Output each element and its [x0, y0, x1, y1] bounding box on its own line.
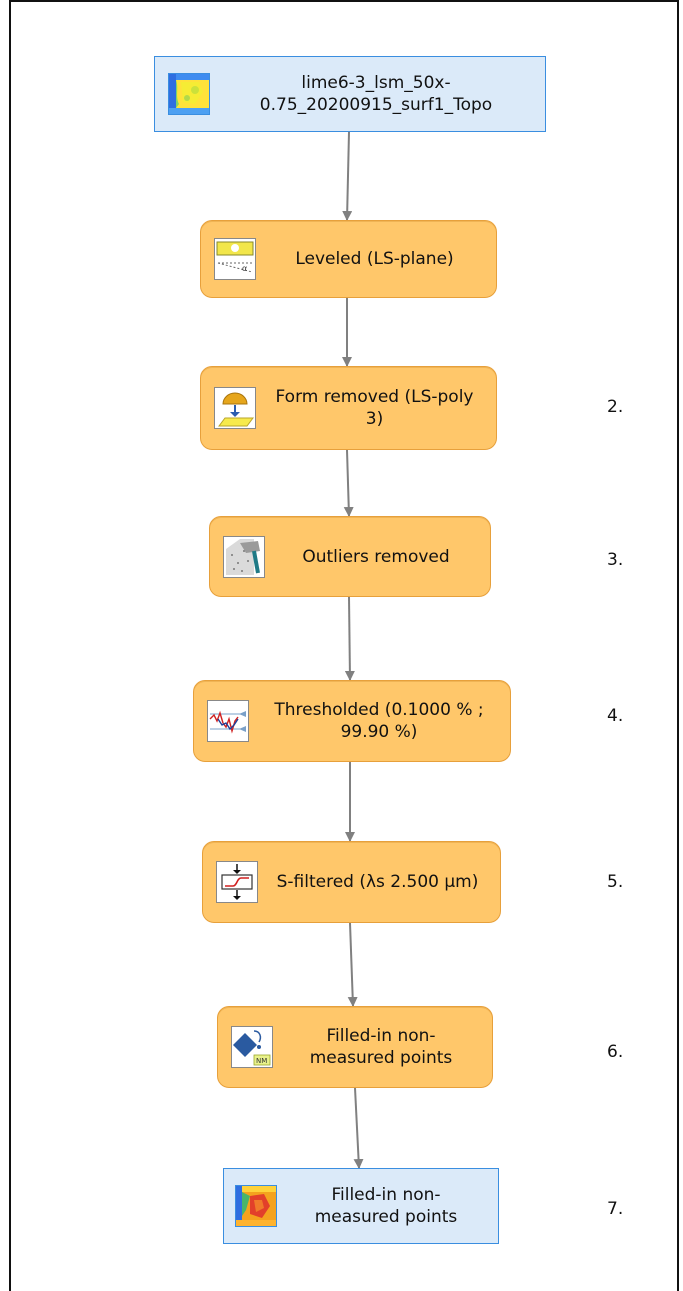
- result-surface-label: Filled-in non-measured points: [314, 1185, 458, 1227]
- svg-text:α: α: [242, 264, 247, 273]
- leveling-icon: α: [214, 238, 256, 280]
- connector-arrow: [342, 131, 353, 221]
- outliers-removed-label: Outliers removed: [302, 546, 450, 567]
- form-removed-node[interactable]: Form removed (LS-poly 3): [200, 366, 497, 450]
- step-number: 7.: [607, 1199, 624, 1219]
- outlier-removal-icon: [223, 535, 265, 578]
- s-filtered-node[interactable]: S-filtered (λs 2.500 µm): [202, 841, 501, 923]
- step-number: 4.: [607, 706, 624, 726]
- form-removal-icon: [214, 387, 256, 429]
- result-surface-node[interactable]: Filled-in non-measured points: [223, 1168, 499, 1244]
- s-filtered-label: S-filtered (λs 2.500 µm): [276, 872, 479, 892]
- connector-arrow: [353, 1087, 364, 1169]
- source-surface-node[interactable]: lime6-3_lsm_50x-0.75_20200915_surf1_Topo: [154, 56, 546, 132]
- filled-in-op-label: Filled-in non-measured points: [309, 1026, 453, 1068]
- fill-nm-points-icon: NM: [231, 1026, 273, 1068]
- connector-arrow: [344, 596, 355, 681]
- step-number: 6.: [607, 1042, 624, 1062]
- step-number: 2.: [607, 397, 624, 417]
- outliers-removed-node[interactable]: Outliers removed: [209, 516, 491, 597]
- thresholded-label: Thresholded (0.1000 % ; 99.90 %): [274, 700, 484, 742]
- source-surface-label: lime6-3_lsm_50x-0.75_20200915_surf1_Topo: [259, 73, 493, 115]
- topo-map-icon: [168, 73, 210, 115]
- step-number: 5.: [607, 872, 624, 892]
- s-filter-icon: [216, 861, 258, 903]
- step-number: 3.: [607, 550, 624, 570]
- form-removed-label: Form removed (LS-poly 3): [275, 387, 474, 429]
- leveled-node[interactable]: α Leveled (LS-plane): [200, 220, 497, 298]
- filled-in-op-node[interactable]: NM Filled-in non-measured points: [217, 1006, 493, 1088]
- topo-map-filled-icon: [235, 1185, 277, 1227]
- leveled-label: Leveled (LS-plane): [295, 249, 454, 269]
- connector-arrow: [343, 449, 354, 517]
- threshold-icon: [207, 700, 249, 742]
- thresholded-node[interactable]: Thresholded (0.1000 % ; 99.90 %): [193, 680, 511, 762]
- svg-text:NM: NM: [256, 1057, 267, 1065]
- diagram-frame: [9, 0, 679, 1291]
- connector-arrow: [347, 922, 358, 1007]
